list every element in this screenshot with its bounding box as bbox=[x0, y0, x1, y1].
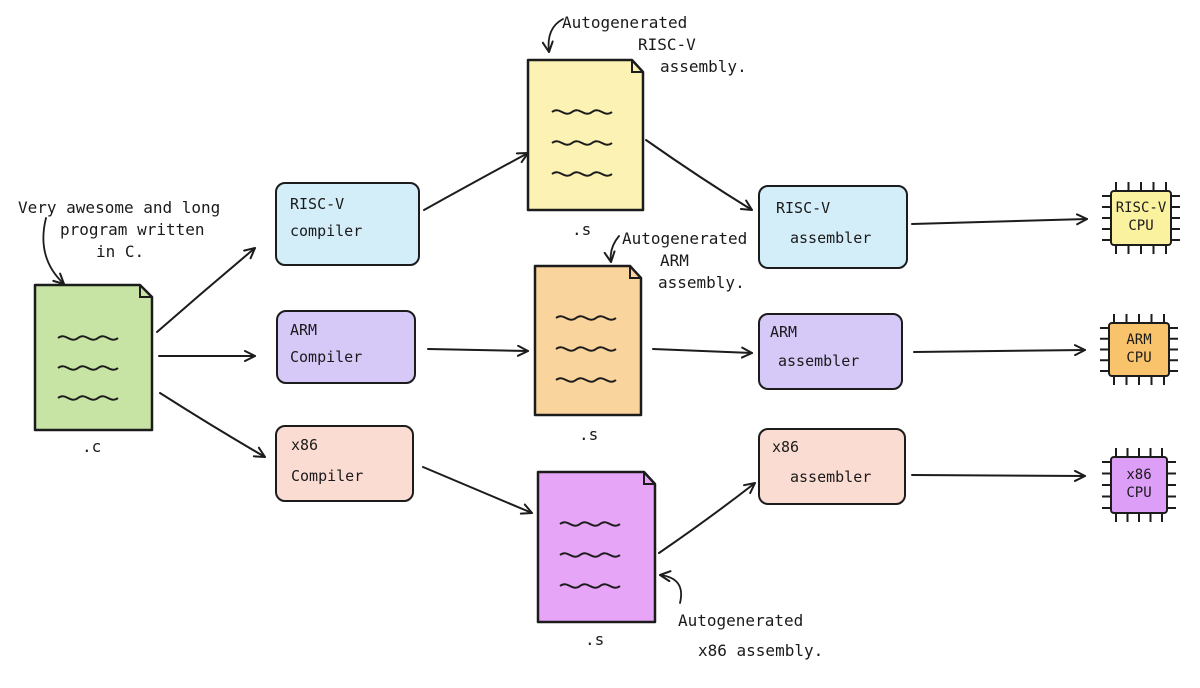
x86-assembly-note: Autogenerated x86 assembly. bbox=[678, 610, 823, 662]
note-line: Autogenerated bbox=[562, 13, 688, 32]
note-line: ARM bbox=[660, 251, 689, 270]
scribble-line bbox=[551, 140, 613, 146]
scribble-line bbox=[57, 365, 119, 371]
scribble-line bbox=[555, 377, 617, 383]
x86-assembly-extension: .s bbox=[585, 630, 605, 649]
cpu-pins bbox=[1100, 182, 1180, 522]
box-label: assembler bbox=[790, 468, 872, 486]
flow-arrows bbox=[156, 139, 1088, 554]
cpu-label: x86 bbox=[1126, 467, 1152, 483]
source-note-line: in C. bbox=[96, 242, 145, 261]
callout-arrows bbox=[42, 18, 682, 604]
riscv-assembly-extension: .s bbox=[572, 220, 592, 239]
scribble-line bbox=[57, 395, 119, 401]
arrow-riscv-assembler-to-cpu bbox=[911, 213, 1088, 226]
arm-assembly-extension: .s bbox=[579, 425, 599, 444]
riscv-assembly-file bbox=[526, 58, 645, 212]
x86-assembly-file bbox=[536, 470, 657, 624]
scribble-line bbox=[559, 583, 621, 589]
x86-cpu-chip: x86 CPU bbox=[1110, 456, 1168, 514]
source-c-file bbox=[33, 283, 154, 432]
arm-compiler-box: ARM Compiler bbox=[276, 310, 416, 384]
source-note-line: program written bbox=[60, 220, 205, 239]
riscv-compiler-box: RISC-V compiler bbox=[275, 182, 420, 266]
arrow-source-to-x86-compiler bbox=[159, 392, 266, 458]
callout-riscv-note bbox=[541, 18, 564, 53]
scribble-line bbox=[559, 521, 621, 527]
box-label: compiler bbox=[290, 222, 363, 240]
arm-assembly-note: Autogenerated ARM assembly. bbox=[622, 228, 747, 294]
note-line: assembly. bbox=[660, 57, 747, 76]
scribble-line bbox=[555, 315, 617, 321]
source-note-line: Very awesome and long bbox=[18, 198, 221, 217]
cpu-label: CPU bbox=[1128, 218, 1154, 234]
arm-cpu-chip: ARM CPU bbox=[1108, 322, 1170, 377]
note-line: RISC-V bbox=[638, 35, 696, 54]
cpu-label: ARM bbox=[1126, 332, 1152, 348]
box-label: assembler bbox=[790, 229, 872, 247]
box-label: assembler bbox=[778, 352, 860, 370]
box-label: x86 bbox=[772, 438, 800, 456]
box-label: Compiler bbox=[291, 467, 364, 485]
note-line: x86 assembly. bbox=[698, 641, 824, 660]
box-label: Compiler bbox=[290, 348, 363, 366]
arrow-arm-assembly-to-assembler bbox=[652, 346, 753, 359]
arrow-riscv-compiler-to-assembly bbox=[423, 152, 529, 211]
arrow-x86-assembly-to-assembler bbox=[658, 482, 756, 554]
source-note: Very awesome and long program written in… bbox=[18, 197, 220, 263]
box-label: RISC-V bbox=[290, 195, 345, 213]
note-line: assembly. bbox=[658, 273, 745, 292]
arrow-riscv-assembly-to-assembler bbox=[645, 139, 753, 211]
scribble-line bbox=[559, 552, 621, 558]
arm-assembler-box: ARM assembler bbox=[758, 313, 903, 390]
box-label: ARM bbox=[290, 321, 318, 339]
cpu-label: RISC-V bbox=[1115, 200, 1167, 216]
arrow-arm-compiler-to-assembly bbox=[427, 344, 529, 357]
box-label: ARM bbox=[770, 323, 798, 341]
scribble-line bbox=[57, 335, 119, 341]
note-line: Autogenerated bbox=[622, 229, 748, 248]
arrow-arm-assembler-to-cpu bbox=[913, 344, 1086, 357]
callout-arm-note bbox=[603, 235, 620, 263]
riscv-assembly-note: Autogenerated RISC-V assembly. bbox=[562, 12, 747, 78]
box-label: x86 bbox=[291, 436, 319, 454]
x86-assembler-box: x86 assembler bbox=[758, 428, 906, 505]
box-label: RISC-V bbox=[776, 199, 831, 217]
callout-source-note bbox=[42, 217, 65, 285]
riscv-cpu-chip: RISC-V CPU bbox=[1110, 190, 1172, 246]
callout-x86-note bbox=[659, 570, 682, 604]
arm-assembly-file bbox=[533, 264, 643, 417]
x86-compiler-box: x86 Compiler bbox=[275, 425, 414, 502]
note-line: Autogenerated bbox=[678, 611, 804, 630]
arrow-x86-compiler-to-assembly bbox=[422, 466, 533, 515]
scribble-line bbox=[551, 171, 613, 177]
arrow-source-to-riscv-compiler bbox=[156, 247, 256, 333]
scribble-line bbox=[551, 109, 613, 115]
scribble-line bbox=[555, 346, 617, 352]
arrow-x86-assembler-to-cpu bbox=[911, 469, 1086, 482]
source-extension: .c bbox=[82, 437, 102, 456]
cpu-label: CPU bbox=[1126, 350, 1152, 366]
cpu-label: CPU bbox=[1126, 485, 1152, 501]
riscv-assembler-box: RISC-V assembler bbox=[758, 185, 908, 269]
